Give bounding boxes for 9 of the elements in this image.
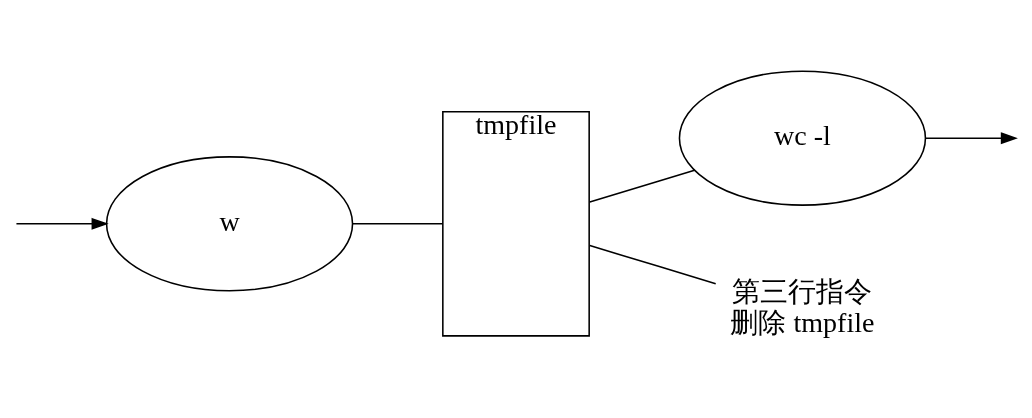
connector: [352, 223, 444, 225]
connector: [589, 169, 696, 203]
node-box: tmpfile: [442, 110, 590, 337]
node-ellipse: w: [105, 156, 354, 292]
node-ellipse: wc -l: [678, 70, 927, 206]
arrow: [925, 132, 1018, 145]
node-text: 第三行指令 删除 tmpfile: [730, 275, 875, 338]
arrow: [15, 217, 109, 230]
connector: [589, 244, 717, 285]
